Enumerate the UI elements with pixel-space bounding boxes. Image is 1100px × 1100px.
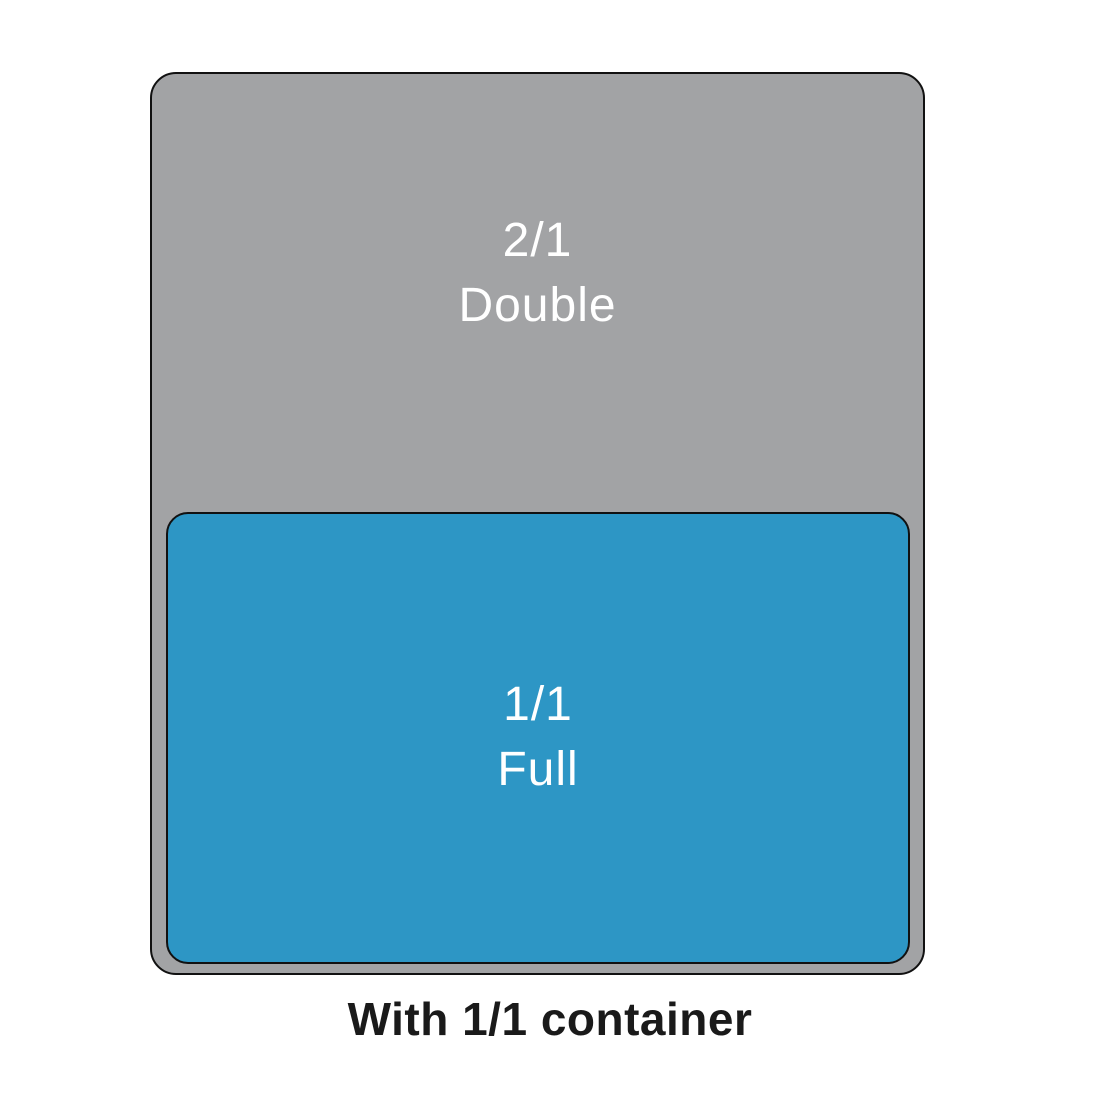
diagram-caption: With 1/1 container <box>347 993 753 1045</box>
full-pan-shape: 1/1 Full <box>166 512 910 964</box>
full-pan-name-text: Full <box>497 743 579 796</box>
full-pan-size-text: 1/1 <box>503 678 573 732</box>
double-pan-label: 2/1 Double <box>458 209 616 339</box>
double-pan-size-text: 2/1 <box>502 214 573 267</box>
double-pan-name-text: Double <box>458 278 617 332</box>
full-pan-label: 1/1 Full <box>497 673 578 803</box>
